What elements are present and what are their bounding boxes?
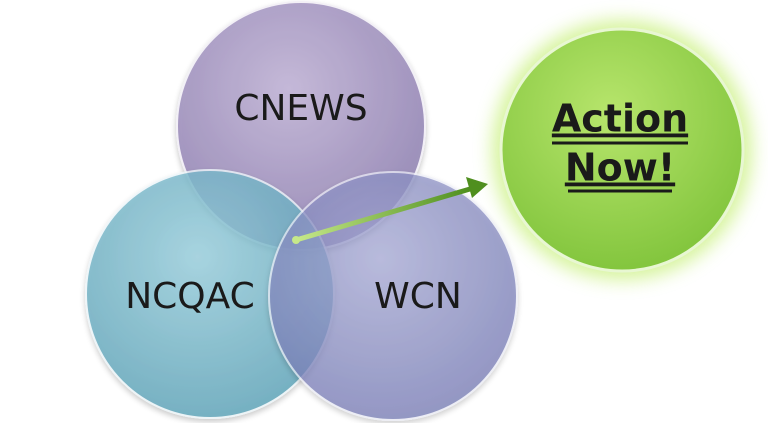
label-action-line1: Action [552,97,688,141]
circle-wcn [268,171,518,421]
label-ncqac: NCQAC [125,276,255,317]
arrow [292,177,488,244]
circle-action [492,20,752,280]
label-wcn: WCN [374,276,462,317]
label-action-line2: Now! [565,146,675,190]
label-cnews: CNEWS [234,88,367,129]
